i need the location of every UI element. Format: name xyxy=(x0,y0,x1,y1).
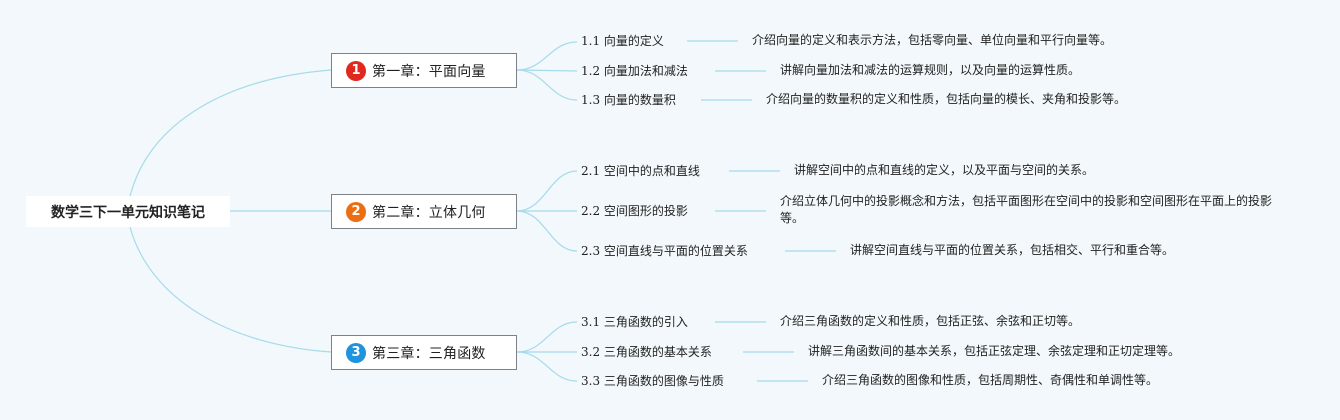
chapter-3-node[interactable]: 3 第三章：三角函数 xyxy=(331,335,517,370)
chapter-1-title: 第一章：平面向量 xyxy=(372,63,486,80)
connector-root-chapter-1 xyxy=(129,69,332,197)
connector-chapter-1-topic-3 xyxy=(516,69,578,101)
connector-chapter-2-topic-1 xyxy=(516,170,578,212)
topic-1-2[interactable]: 1.2 向量加法和减法 xyxy=(581,64,688,78)
desc-2-1: 讲解空间中的点和直线的定义，以及平面与空间的关系。 xyxy=(794,163,1095,177)
desc-1-2: 讲解向量加法和减法的运算规则，以及向量的运算性质。 xyxy=(780,63,1081,77)
topic-1-3[interactable]: 1.3 向量的数量积 xyxy=(581,93,676,107)
topic-3-2[interactable]: 3.2 三角函数的基本关系 xyxy=(581,345,712,359)
desc-3-3: 介绍三角函数的图像和性质，包括周期性、奇偶性和单调性等。 xyxy=(822,373,1159,387)
chapter-2-badge: 2 xyxy=(346,201,366,222)
topic-2-3[interactable]: 2.3 空间直线与平面的位置关系 xyxy=(581,244,748,258)
connector-chapter-1-topic-2 xyxy=(516,69,578,72)
connector-chapter-2-topic-3 xyxy=(516,210,578,252)
desc-3-1: 介绍三角函数的定义和性质，包括正弦、余弦和正切等。 xyxy=(780,314,1081,328)
chapter-1-node[interactable]: 1 第一章：平面向量 xyxy=(331,53,517,88)
desc-1-1: 介绍向量的定义和表示方法，包括零向量、单位向量和平行向量等。 xyxy=(752,33,1113,47)
root-node[interactable]: 数学三下一单元知识笔记 xyxy=(26,196,230,227)
topic-2-2[interactable]: 2.2 空间图形的投影 xyxy=(581,204,688,218)
topic-3-3[interactable]: 3.3 三角函数的图像与性质 xyxy=(581,374,724,388)
connector-chapter-3-topic-3 xyxy=(516,351,578,382)
chapter-3-title: 第三章：三角函数 xyxy=(372,345,486,362)
root-title: 数学三下一单元知识笔记 xyxy=(51,204,205,221)
connector-chapter-3-topic-1 xyxy=(516,321,578,353)
desc-1-3: 介绍向量的数量积的定义和性质，包括向量的模长、夹角和投影等。 xyxy=(766,92,1127,106)
topic-3-1[interactable]: 3.1 三角函数的引入 xyxy=(581,315,688,329)
topic-1-1[interactable]: 1.1 向量的定义 xyxy=(581,34,664,48)
chapter-2-title: 第二章：立体几何 xyxy=(372,204,486,221)
desc-2-3: 讲解空间直线与平面的位置关系，包括相交、平行和重合等。 xyxy=(850,243,1175,257)
connector-root-chapter-3 xyxy=(129,226,332,353)
chapter-2-node[interactable]: 2 第二章：立体几何 xyxy=(331,194,517,229)
topic-2-1[interactable]: 2.1 空间中的点和直线 xyxy=(581,164,700,178)
connector-chapter-1-topic-1 xyxy=(516,41,578,71)
chapter-3-badge: 3 xyxy=(346,342,366,363)
chapter-1-badge: 1 xyxy=(346,60,366,81)
desc-2-2: 介绍立体几何中的投影概念和方法，包括平面图形在空间中的投影和空间图形在平面上的投… xyxy=(780,194,1273,225)
desc-3-2: 讲解三角函数间的基本关系，包括正弦定理、余弦定理和正切定理等。 xyxy=(808,344,1181,358)
